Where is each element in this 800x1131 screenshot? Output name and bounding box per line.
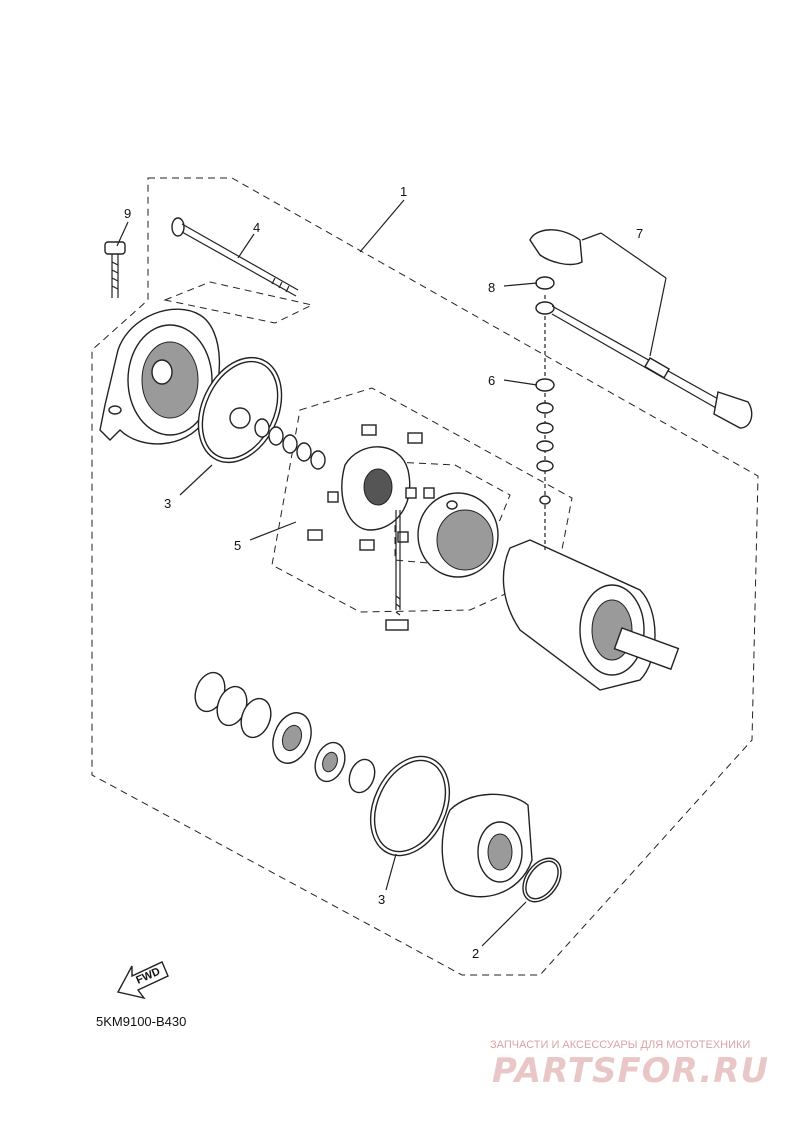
bolt-9 <box>104 241 126 298</box>
lower-washers <box>194 671 376 794</box>
assembly-boundary-1 <box>91 177 759 976</box>
fwd-arrow-icon: FWD <box>116 961 169 1000</box>
callout-4: 4 <box>253 220 260 235</box>
callout-3-upper: 3 <box>164 496 171 511</box>
callout-2: 2 <box>472 946 479 961</box>
terminal-hardware <box>535 276 555 550</box>
o-ring-2 <box>522 857 562 903</box>
yoke-ring <box>417 492 499 578</box>
callout-5: 5 <box>234 538 241 553</box>
watermark-brand: PARTSFOR.RU <box>492 1051 769 1091</box>
callout-7: 7 <box>636 226 643 241</box>
callout-1: 1 <box>400 184 407 199</box>
inner-boundary <box>394 461 511 566</box>
callout-3-lower: 3 <box>378 892 385 907</box>
o-ring-3-lower <box>369 755 451 857</box>
starter-cable-7 <box>529 229 753 429</box>
front-cover <box>441 793 533 898</box>
callout-8: 8 <box>488 280 495 295</box>
through-bolt-4 <box>171 217 299 297</box>
diagram-code: 5KM9100-B430 <box>96 1014 186 1029</box>
leader-lines <box>116 199 667 947</box>
plate-screw <box>385 510 409 631</box>
rear-cover <box>99 308 221 445</box>
callout-9: 9 <box>124 206 131 221</box>
callout-6: 6 <box>488 373 495 388</box>
motor-body <box>502 539 680 691</box>
bolt-label-boundary <box>163 281 314 324</box>
brush-plate-5 <box>307 424 435 551</box>
watermark-tagline: ЗАПЧАСТИ И АКСЕССУАРЫ ДЛЯ МОТОТЕХНИКИ <box>490 1039 750 1051</box>
upper-washers <box>229 407 326 470</box>
